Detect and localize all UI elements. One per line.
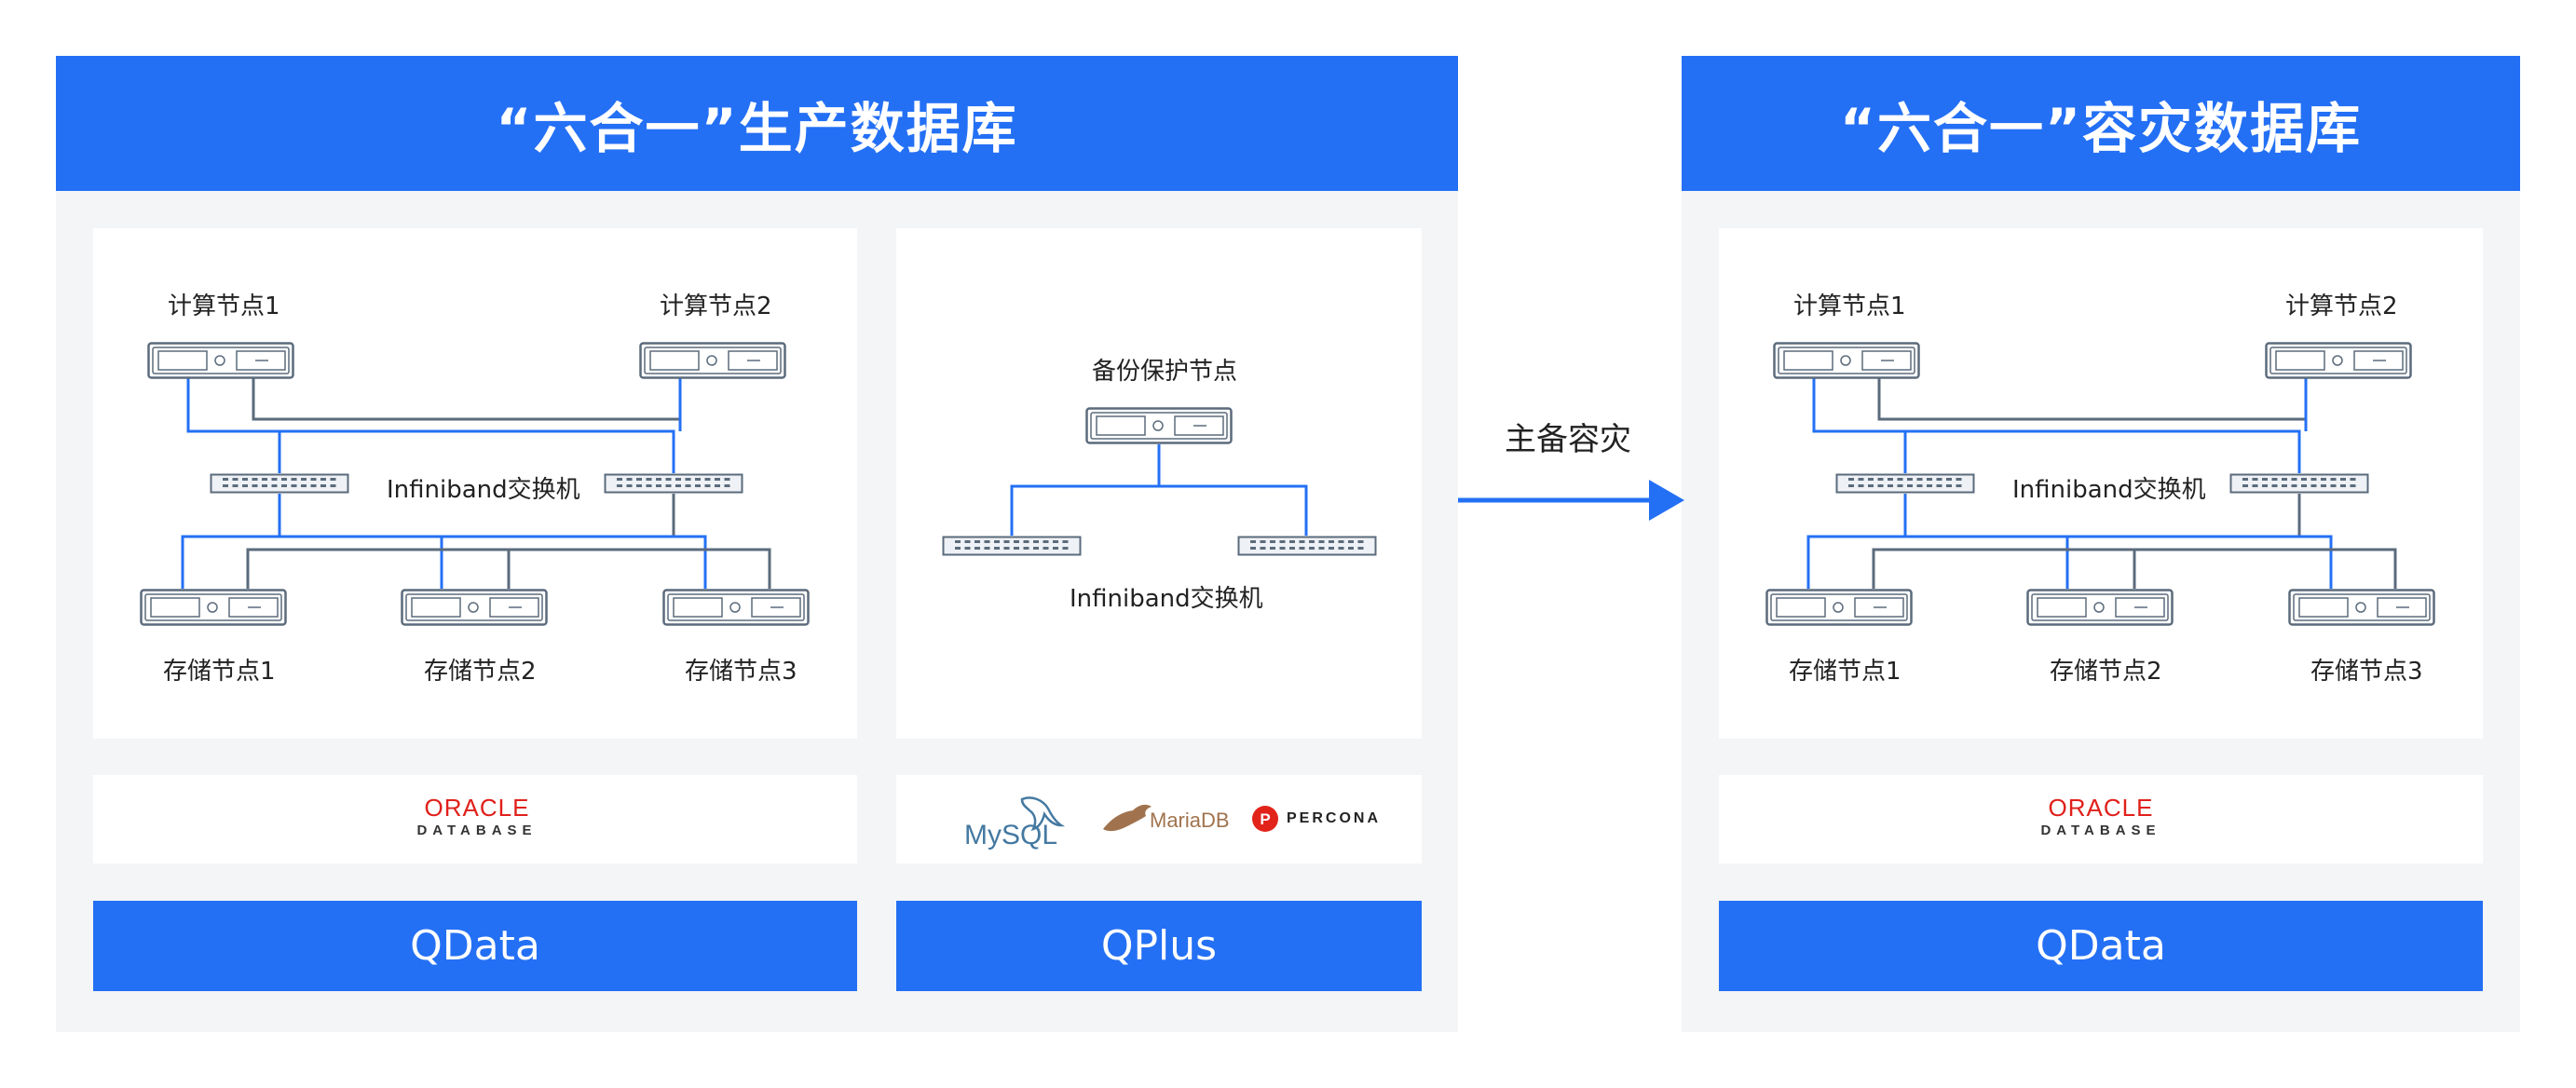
storage-node-2-label: 存储节点2: [424, 658, 537, 686]
mysql-logo: MySQL: [964, 794, 1067, 850]
replication-label: 主备容灾: [1505, 421, 1631, 458]
dr-switch-2: [2229, 473, 2369, 494]
storage-node-2: [401, 589, 548, 626]
switch-2: [604, 473, 743, 494]
mariadb-seal-icon: [1103, 804, 1152, 832]
dr-oracle-logo: ORACLE DATABASE: [2040, 794, 2161, 838]
dr-switch-label: Infiniband交换机: [2012, 476, 2206, 504]
switch-1: [210, 473, 349, 494]
dr-compute-node-1-label: 计算节点1: [1793, 292, 1906, 320]
dr-storage-node-1: [1765, 589, 1913, 626]
dr-storage-node-3: [2288, 589, 2435, 626]
dr-switch-1: [1835, 473, 1975, 494]
dr-qdata-button[interactable]: QData: [1719, 901, 2483, 991]
oracle-logo-sub: DATABASE: [416, 823, 538, 838]
svg-text:P: P: [1260, 810, 1270, 828]
switch-label: Infiniband交换机: [387, 476, 580, 504]
compute-node-1: [147, 342, 294, 379]
backup-node: [1085, 407, 1233, 444]
percona-logo-text: PERCONA: [1287, 810, 1382, 826]
dr-storage-node-2: [2026, 589, 2174, 626]
dr-storage-node-1-label: 存储节点1: [1789, 658, 1901, 686]
production-oracle-card: [93, 775, 857, 864]
backup-switch-1: [942, 536, 1082, 556]
oracle-logo: ORACLE DATABASE: [416, 794, 538, 838]
storage-node-1: [140, 589, 287, 626]
backup-switch-2: [1237, 536, 1377, 556]
dr-storage-node-2-label: 存储节点2: [2050, 658, 2162, 686]
mariadb-logo-text: MariaDB: [1150, 809, 1230, 832]
dr-compute-node-2-label: 计算节点2: [2285, 292, 2398, 320]
dr-oracle-logo-sub: DATABASE: [2040, 823, 2161, 838]
mysql-logo-text: MySQL: [964, 820, 1058, 850]
mariadb-logo: MariaDB: [1099, 799, 1230, 846]
storage-node-1-label: 存储节点1: [163, 658, 276, 686]
compute-node-2-label: 计算节点2: [660, 292, 772, 320]
dr-compute-node-2: [2265, 342, 2412, 379]
dr-oracle-logo-name: ORACLE: [2048, 794, 2154, 822]
replication-arrow-head: [1649, 480, 1684, 521]
dr-compute-node-1: [1773, 342, 1920, 379]
qdata-button[interactable]: QData: [93, 901, 857, 991]
backup-switch-label: Infiniband交换机: [1070, 585, 1263, 613]
disaster-recovery-title: “六合一”容灾数据库: [1682, 56, 2520, 191]
dr-oracle-card: [1719, 775, 2483, 864]
percona-logo: P PERCONA: [1251, 805, 1391, 838]
percona-icon: P: [1252, 806, 1278, 832]
qplus-button[interactable]: QPlus: [896, 901, 1422, 991]
mysql-dolphin-icon: [1020, 796, 1066, 832]
backup-node-label: 备份保护节点: [1092, 358, 1238, 386]
backup-logos-card: [896, 775, 1422, 864]
dr-storage-node-3-label: 存储节点3: [2310, 658, 2423, 686]
oracle-logo-name: ORACLE: [424, 794, 530, 822]
compute-node-1-label: 计算节点1: [168, 292, 280, 320]
compute-node-2: [639, 342, 786, 379]
storage-node-3-label: 存储节点3: [685, 658, 797, 686]
storage-node-3: [662, 589, 810, 626]
production-title: “六合一”生产数据库: [56, 56, 1458, 191]
